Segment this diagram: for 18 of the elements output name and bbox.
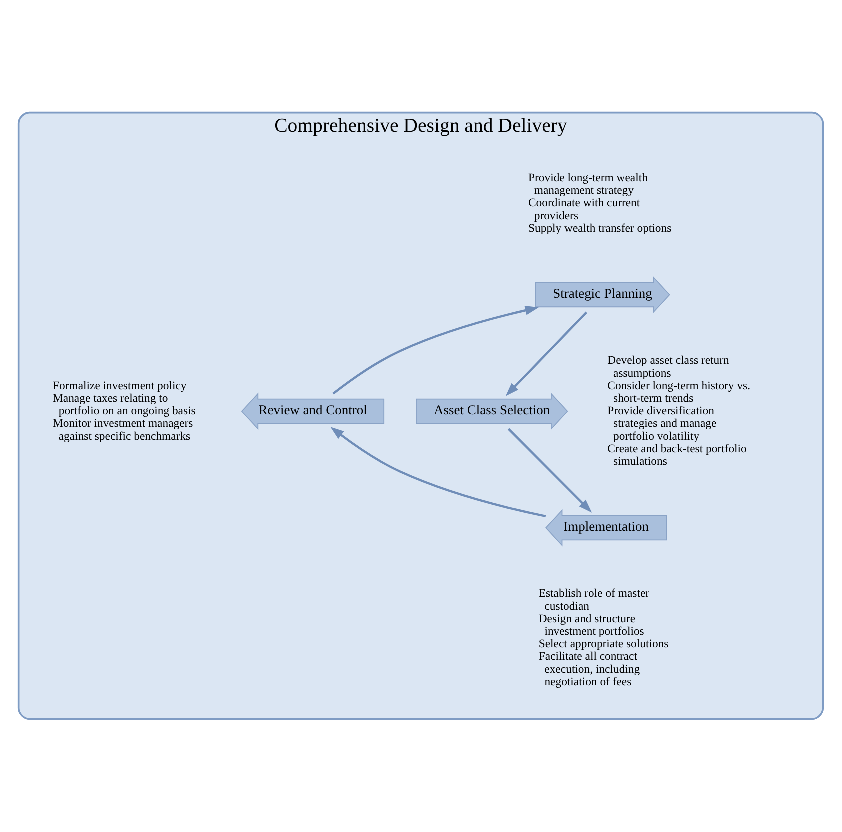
node-label: Design and structure investment portfolios [538,612,644,638]
node-label: Provide long-term wealth management strategy [528,172,648,198]
node-label: Select appropriate solutions [538,638,669,651]
node-label: Supply wealth transfer options [528,222,672,235]
arrow [506,312,588,396]
arrow [332,306,539,395]
node-label: Facilitate all contract execution, including negotiation of fees [538,650,640,688]
node-label: Manage taxes relating to portfolio on an ongoing basis [53,392,196,418]
arrow [330,427,546,518]
node-label: Coordinate with current providers [528,196,640,222]
node-label: Develop asset class return assumptions [608,354,730,380]
node-label: Provide diversification strategies and manage portfolio volatility [608,404,717,443]
node-label: Monitor investment managers against specific benchmarks [53,417,194,443]
node-label: Consider long-term history vs. short-term trends [608,379,751,405]
arrow [508,428,592,513]
node-label: Create and back-test portfolio simulations [608,442,747,468]
node-label: Establish role of master custodian [538,587,650,613]
node-label: Formalize investment policy [53,379,187,392]
